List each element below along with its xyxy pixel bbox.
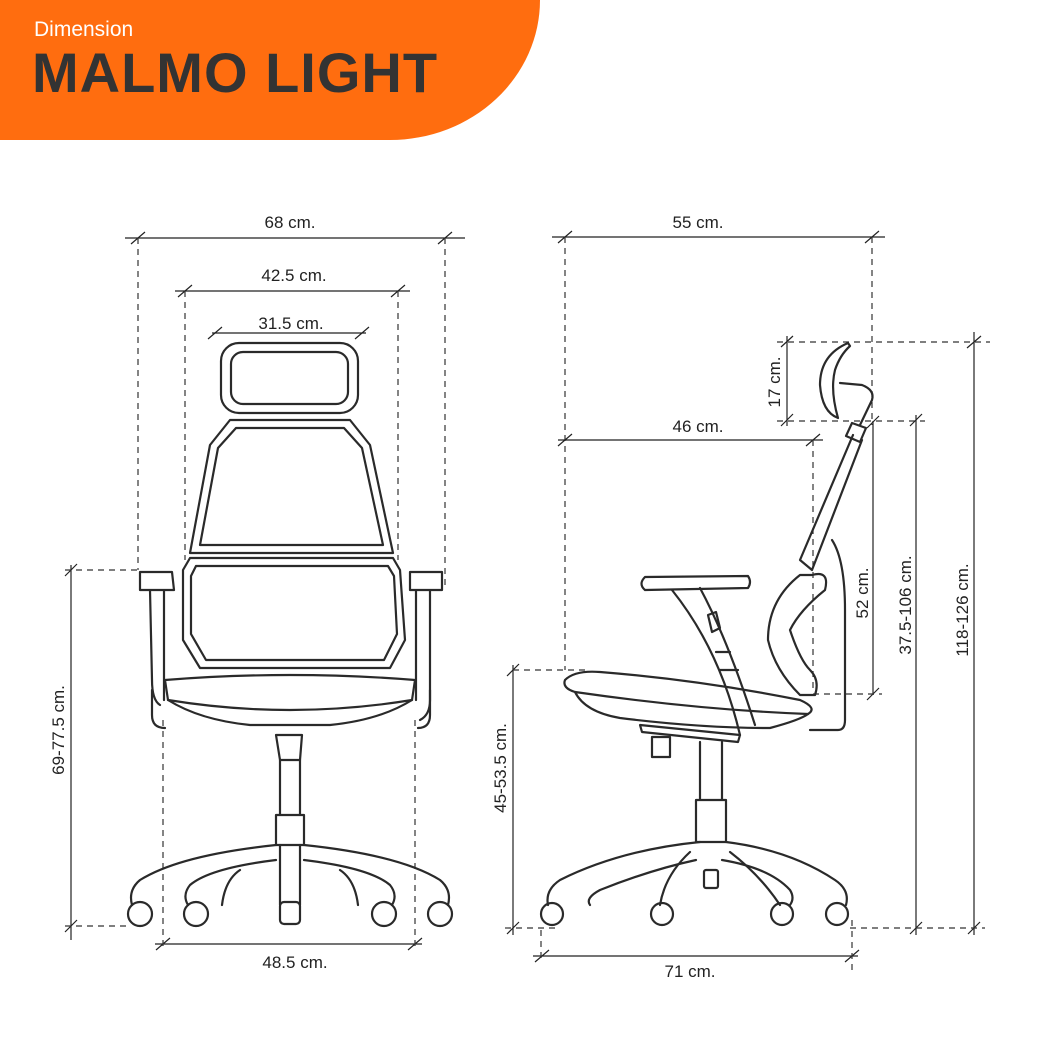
subtitle: Dimension — [34, 18, 134, 41]
backrest-width-label: 42.5 cm. — [261, 266, 326, 285]
front-dimensions: 68 cm. 42.5 cm. 31.5 cm. 69-77.5 cm. 48.… — [49, 213, 465, 972]
product-title: MALMO LIGHT — [32, 41, 439, 104]
chair-front-drawing — [126, 341, 454, 928]
seat-height-label: 45-53.5 cm. — [491, 723, 510, 813]
overall-height-label: 118-126 cm. — [953, 563, 972, 656]
headrest-height-label: 17 cm. — [765, 356, 784, 407]
side-dimensions: 55 cm. 46 cm. 17 cm. 52 cm. 37.5-106 cm.… — [491, 213, 990, 981]
overall-width-label: 68 cm. — [264, 213, 315, 232]
back-range-label: 37.5-106 cm. — [896, 555, 915, 654]
overall-depth-label: 55 cm. — [672, 213, 723, 232]
base-depth-label: 71 cm. — [664, 962, 715, 981]
seat-depth-label: 46 cm. — [672, 417, 723, 436]
header-banner: Dimension MALMO LIGHT — [0, 0, 540, 140]
backrest-height-label: 52 cm. — [853, 567, 872, 618]
chair-side-drawing — [539, 341, 874, 927]
armrest-height-label: 69-77.5 cm. — [49, 685, 68, 775]
headrest-width-label: 31.5 cm. — [258, 314, 323, 333]
base-width-label: 48.5 cm. — [262, 953, 327, 972]
